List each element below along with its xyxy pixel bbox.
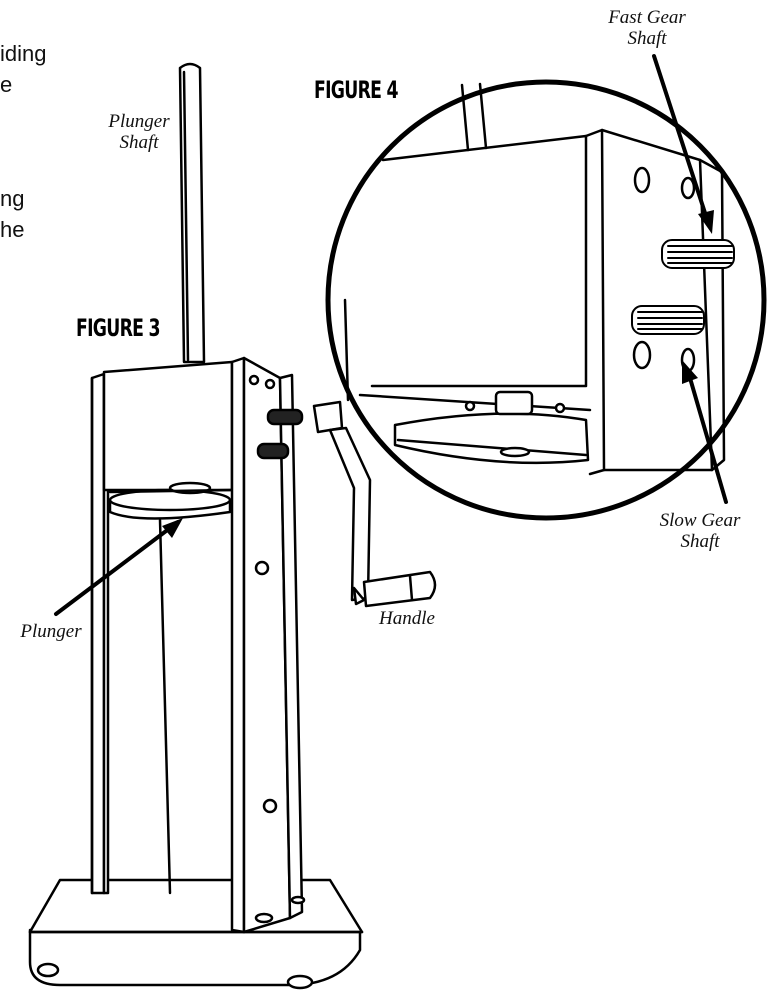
plunger-shaft [178,62,206,364]
crank-handle [312,400,437,608]
slow-gear-shaft-label: Slow Gear Shaft [638,510,762,552]
gear-shafts [256,408,304,460]
text-fragment-4: he [0,217,25,242]
slow-gear-shaft-label-line-1: Slow Gear [659,510,741,531]
text-fragment-2: e [0,72,13,97]
zoom-gear-shafts [631,239,735,335]
inner-divider [158,518,172,895]
plunger-shaft-label-line-1: Plunger [108,111,170,132]
figure-3-title: FIGURE 3 [76,314,161,342]
plunger-shaft-label: Plunger Shaft [94,111,184,153]
fast-gear-shaft-label-line-1: Fast Gear [608,7,686,28]
right-upright [230,356,306,934]
plunger-label: Plunger [20,621,82,642]
text-fragment-3: ng [0,186,25,211]
fast-gear-arrow [652,54,714,234]
slow-gear-shaft-label-line-2: Shaft [680,531,720,552]
figure-4-title: FIGURE 4 [314,76,399,104]
stuffer-figure [28,62,437,990]
fast-gear-shaft-label: Fast Gear Shaft [592,7,702,49]
text-fragment-1: iding [0,41,47,66]
top-box [102,360,234,492]
plunger-arrow [54,518,183,616]
zoom-circle-figure [325,54,767,521]
fast-gear-shaft-label-line-2: Shaft [627,28,667,49]
handle-label: Handle [379,608,435,629]
plunger-shaft-label-line-2: Shaft [119,132,159,153]
left-upright [90,372,110,895]
base [28,878,364,990]
slow-gear-arrow [682,360,728,504]
plunger-disk [108,481,234,520]
